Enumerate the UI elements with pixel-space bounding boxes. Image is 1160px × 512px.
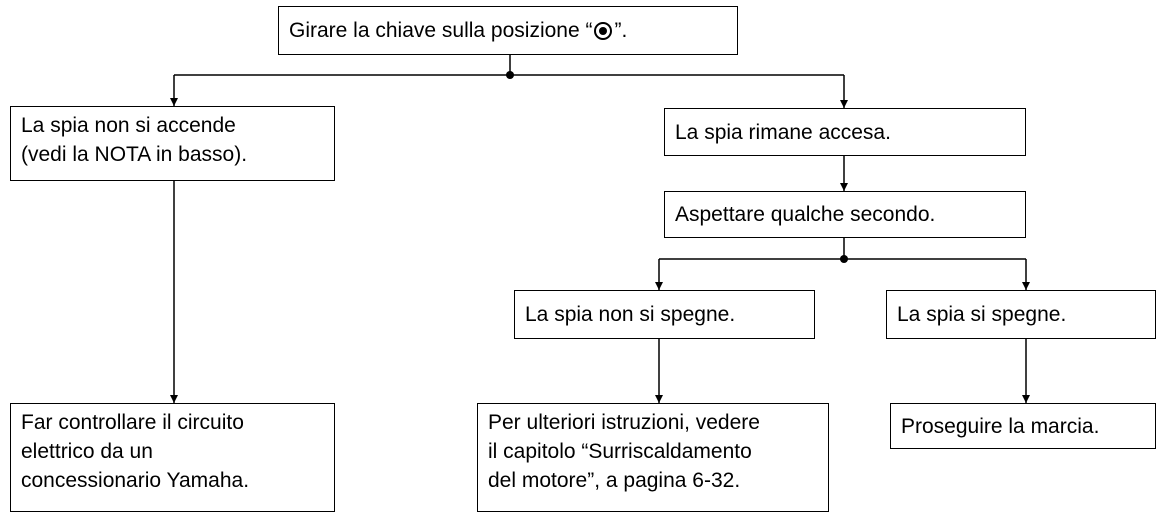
node-overheat-line: del motore”, a pagina 6-32. [488,469,741,492]
junction-dot [840,255,848,263]
node-wait: Aspettare qualche secondo. [664,191,1026,238]
node-check-circuit-line: concessionario Yamaha. [21,469,250,492]
node-goes-off: La spia si spegne. [886,290,1156,339]
node-overheat-line: il capitolo “Surriscaldamento [488,440,752,463]
node-wait-text: Aspettare qualche secondo. [675,203,936,226]
node-continue: Proseguire la marcia. [890,403,1156,449]
node-start-text-after: ”. [614,19,628,42]
node-continue-text: Proseguire la marcia. [901,414,1100,438]
node-check-circuit: Far controllare il circuito elettrico da… [10,403,335,512]
node-stays-on: La spia rimane accesa. [664,108,1026,156]
node-not-off: La spia non si spegne. [514,290,815,339]
node-not-on: La spia non si accende (vedi la NOTA in … [10,106,335,181]
node-not-on-line: La spia non si accende [21,114,236,137]
node-check-circuit-line: Far controllare il circuito [21,411,244,434]
junction-dot [506,71,514,79]
node-not-off-text: La spia non si spegne. [525,303,736,326]
node-start: Girare la chiave sulla posizione “ ”. [278,6,738,55]
node-overheat-line: Per ulteriori istruzioni, vedere [488,411,760,434]
node-start-text-before: Girare la chiave sulla posizione “ [289,19,593,42]
node-check-circuit-line: elettrico da un [21,440,153,463]
node-overheat: Per ulteriori istruzioni, vedere il capi… [477,403,829,512]
node-goes-off-text: La spia si spegne. [897,303,1067,326]
node-not-on-line: (vedi la NOTA in basso). [21,143,248,166]
node-stays-on-text: La spia rimane accesa. [675,120,891,144]
ignition-on-symbol-icon [594,21,613,40]
